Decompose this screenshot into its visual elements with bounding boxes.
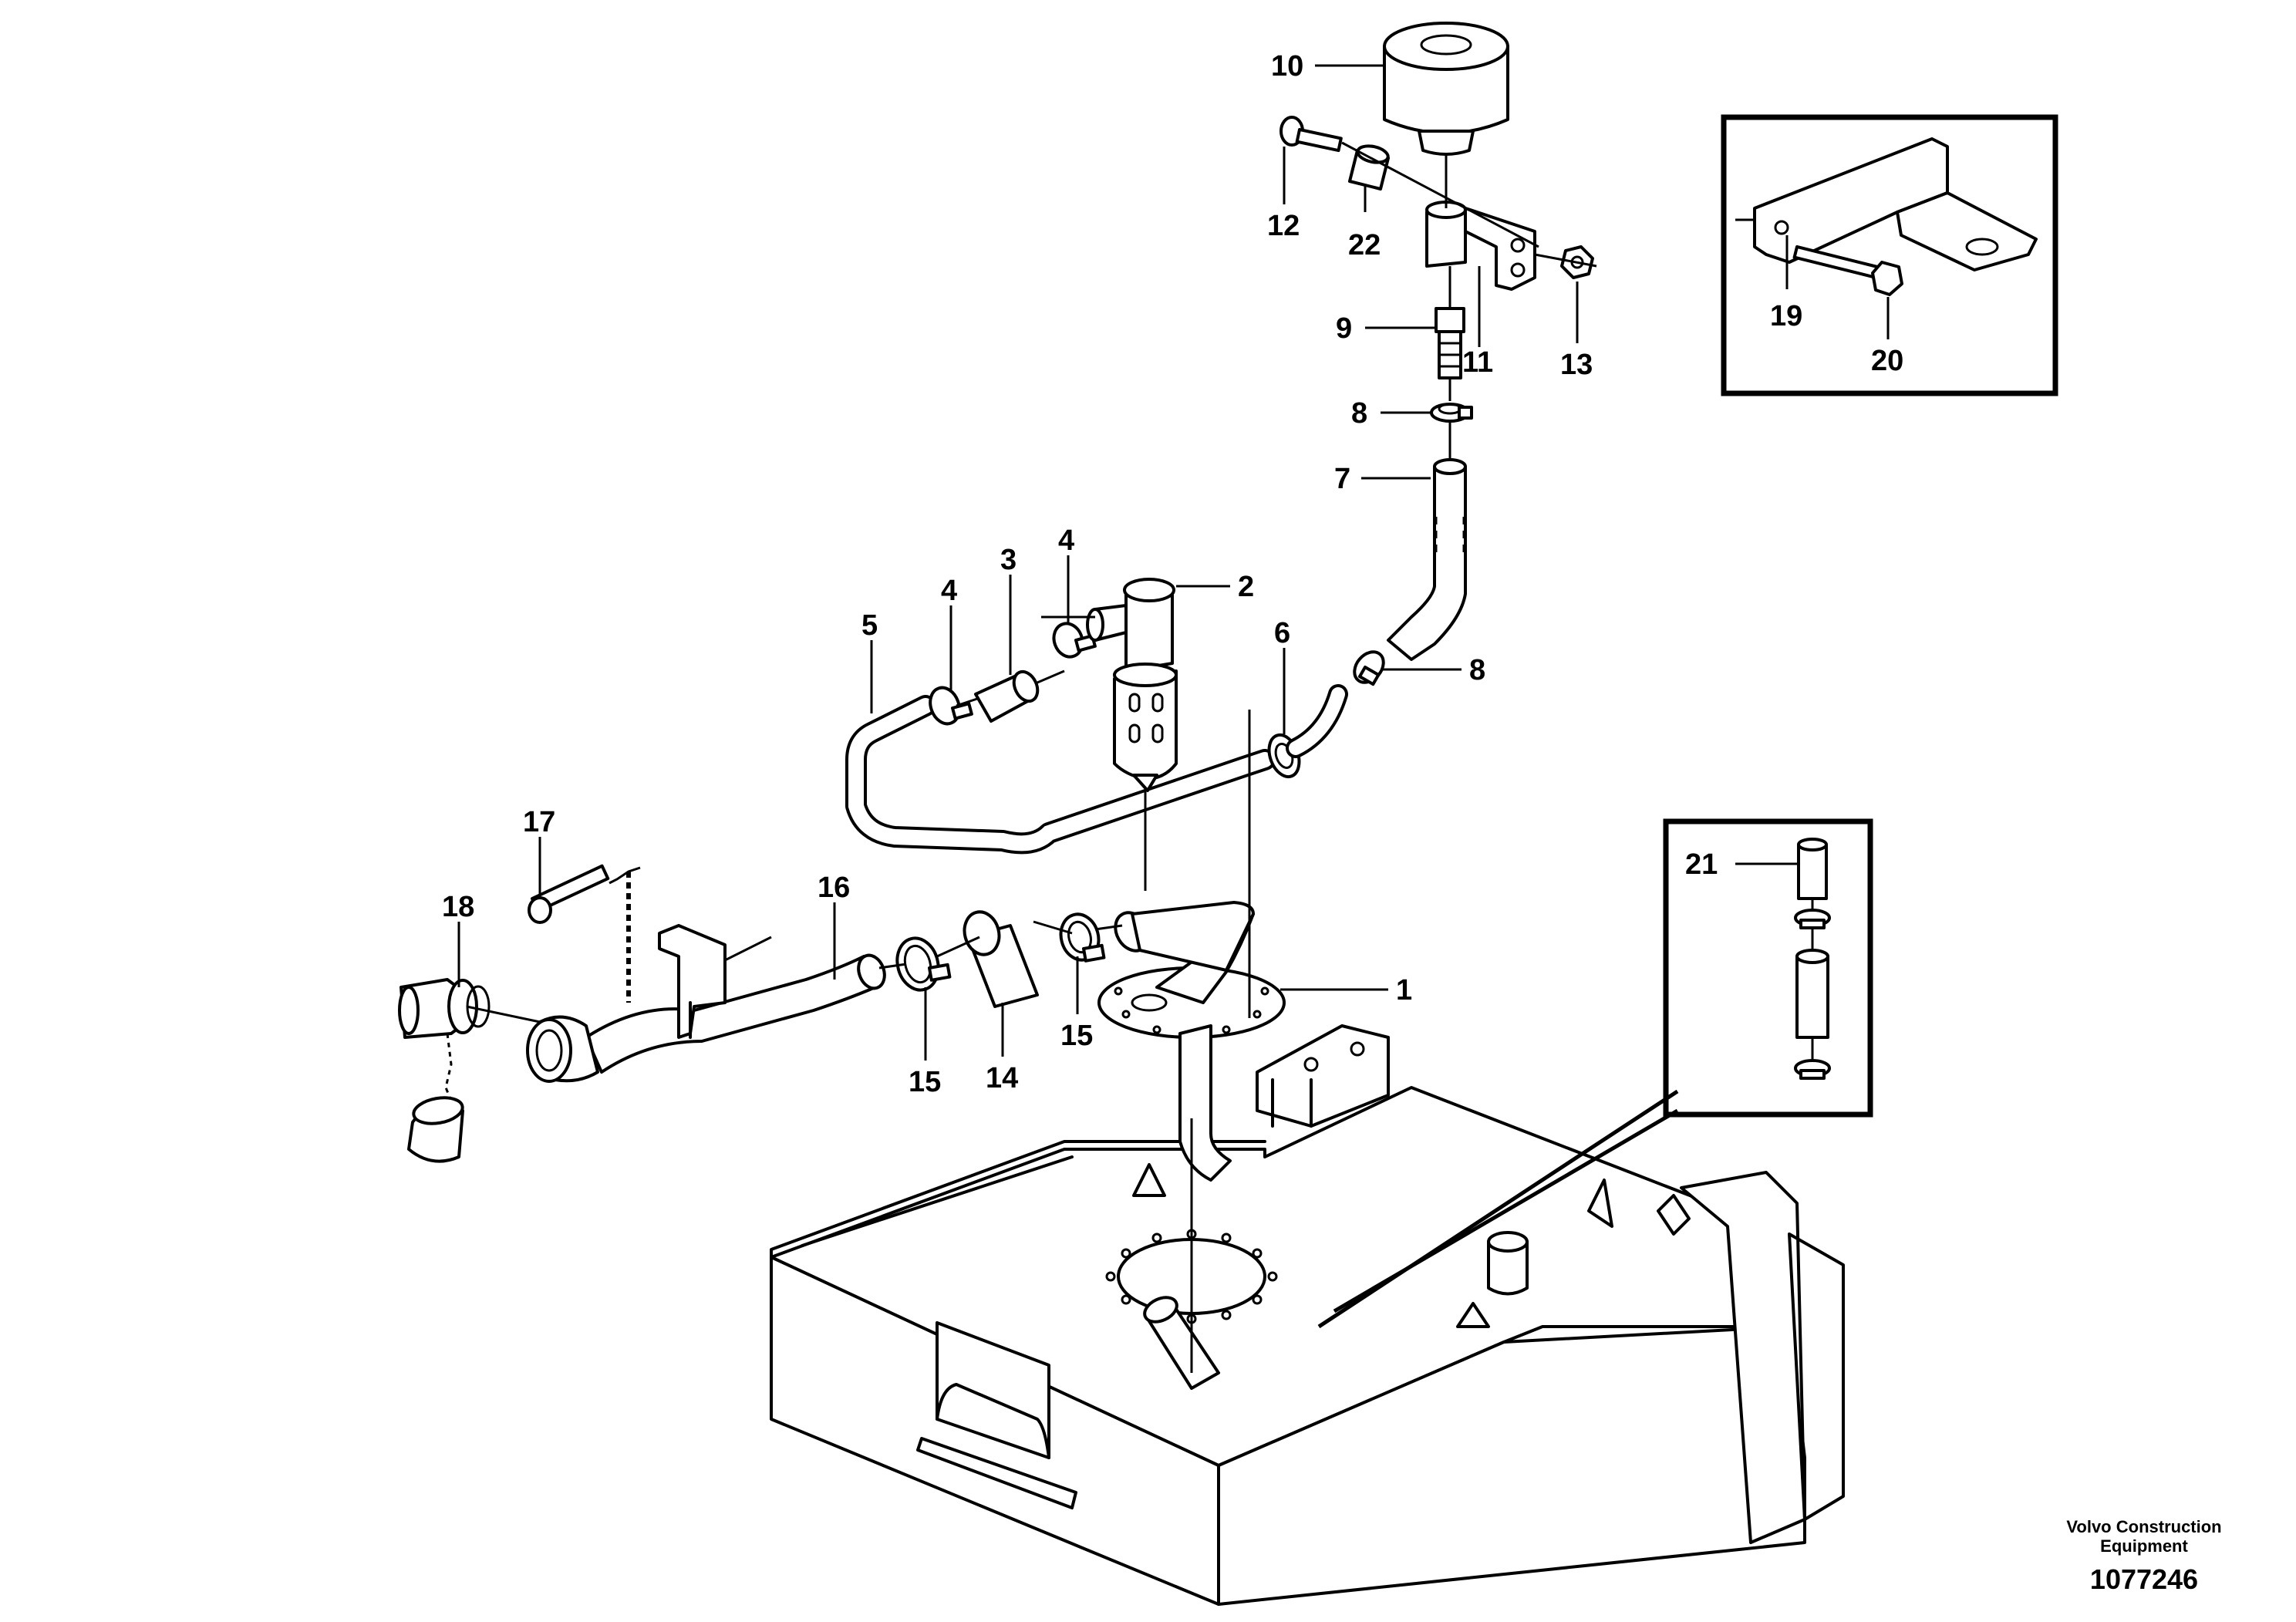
callout-4a: 4	[941, 575, 957, 690]
callout-11: 11	[1462, 266, 1493, 379]
vent-hose-part-7	[1387, 458, 1467, 661]
document-number: 1077246	[2090, 1563, 2198, 1595]
callout-15a: 15	[909, 987, 941, 1098]
hose-clamp-part-4a	[929, 686, 973, 726]
callout-label: 8	[1469, 654, 1485, 686]
callout-label: 1	[1396, 974, 1412, 1007]
callout-22: 22	[1348, 185, 1381, 261]
assembly-lines	[466, 141, 1755, 1373]
hose-clamp-part-8b	[1353, 650, 1385, 686]
callout-label: 15	[909, 1066, 941, 1098]
callout-5: 5	[861, 609, 878, 713]
callout-label: 15	[1060, 1020, 1093, 1052]
callout-13: 13	[1560, 282, 1593, 381]
strainer-part-2	[1086, 578, 1178, 792]
bolt-part-17	[528, 864, 610, 924]
inset-box-bracket	[1721, 114, 2058, 396]
callout-16: 16	[818, 872, 850, 980]
callout-14: 14	[986, 1003, 1018, 1094]
hose-part-14	[963, 910, 1039, 1008]
callout-label: 22	[1348, 229, 1381, 261]
mounting-bracket-fill-pipe	[658, 924, 727, 1039]
bolt-part-20	[1792, 245, 1903, 296]
callout-label: 7	[1334, 463, 1350, 495]
callout-12: 12	[1267, 147, 1300, 242]
callout-18: 18	[442, 891, 474, 987]
hose-clamp-part-15b	[1059, 912, 1106, 963]
brand-line-1: Volvo Construction	[2066, 1517, 2221, 1536]
callout-label: 9	[1336, 312, 1352, 345]
callout-label: 11	[1462, 346, 1493, 379]
callout-label: 21	[1685, 848, 1718, 881]
callout-label: 4	[1058, 524, 1074, 557]
callout-19: 19	[1770, 235, 1802, 332]
callout-6: 6	[1274, 617, 1290, 734]
callout-4b: 4	[1058, 524, 1074, 623]
callout-label: 8	[1351, 397, 1367, 430]
callout-label: 13	[1560, 349, 1593, 381]
bolt-part-12	[1279, 116, 1343, 153]
callout-label: 20	[1871, 345, 1903, 377]
callout-17: 17	[523, 806, 555, 899]
callout-label: 12	[1267, 210, 1300, 242]
callout-label: 2	[1238, 571, 1254, 603]
callout-label: 17	[523, 806, 555, 838]
hose-clamp-part-8a	[1430, 403, 1473, 423]
callout-21: 21	[1685, 848, 1797, 881]
hose-part-3	[974, 669, 1040, 723]
fuel-tank	[770, 1024, 1845, 1606]
callout-label: 10	[1271, 50, 1303, 83]
callout-8b: 8	[1381, 654, 1485, 686]
filler-cap-part-18	[398, 978, 491, 1163]
inset-box-sight-tube	[1663, 818, 1873, 1118]
callout-label: 5	[861, 609, 878, 642]
callout-3: 3	[1000, 544, 1017, 675]
callout-9: 9	[1336, 312, 1436, 345]
callout-15b: 15	[1060, 956, 1093, 1052]
hose-clamp-part-15a	[895, 936, 952, 992]
bracket-part-11	[1425, 201, 1536, 291]
callout-label: 19	[1770, 300, 1802, 332]
callout-20: 20	[1871, 297, 1903, 377]
brand-block: Volvo Construction Equipment 1077246	[2066, 1517, 2221, 1595]
callout-1: 1	[1280, 974, 1412, 1007]
callout-label: 3	[1000, 544, 1017, 576]
callout-7: 7	[1334, 463, 1431, 495]
callout-label: 4	[941, 575, 957, 607]
elbow-pipe-vent	[1286, 684, 1348, 758]
hose-nipple-part-9	[1435, 307, 1465, 379]
sight-tube-part-21	[1794, 838, 1831, 1080]
callout-label: 6	[1274, 617, 1290, 649]
callout-10: 10	[1271, 50, 1384, 83]
callout-2: 2	[1176, 571, 1254, 603]
breather-filter-part-10	[1383, 22, 1509, 156]
callout-label: 16	[818, 872, 850, 904]
breather-pipe-part-5	[845, 695, 1276, 855]
callout-8a: 8	[1351, 397, 1433, 430]
callout-label: 18	[442, 891, 474, 923]
brand-line-2: Equipment	[2100, 1536, 2188, 1556]
callout-label: 14	[986, 1062, 1018, 1094]
fill-pipe-part-16	[526, 953, 886, 1083]
